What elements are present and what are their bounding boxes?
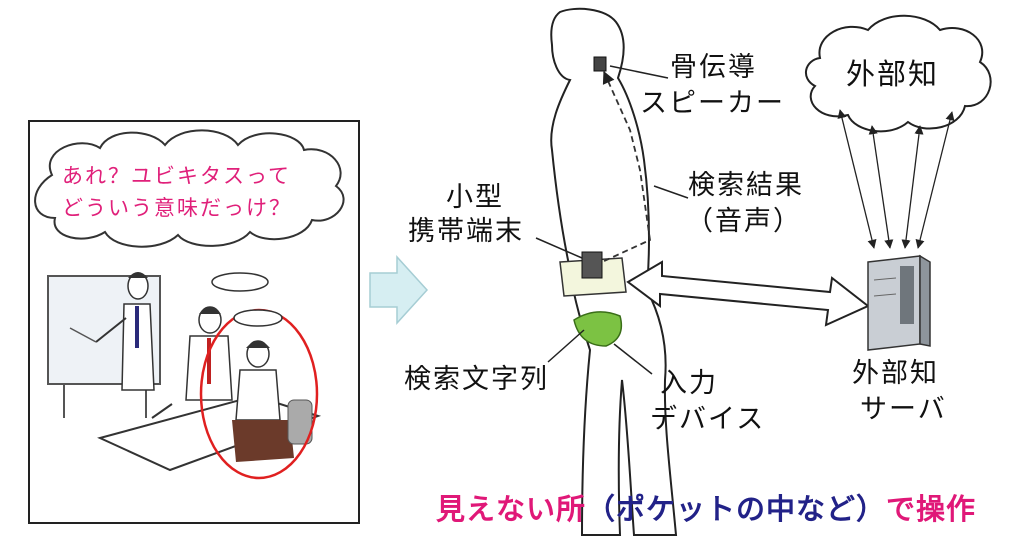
cloud-server-arrow-1	[837, 109, 877, 249]
label-search-result-line1: 検索結果	[688, 170, 804, 201]
external-knowledge-cloud	[805, 14, 992, 133]
input-device-icon	[573, 311, 623, 347]
search-result-audio-path	[601, 70, 651, 263]
leader-speaker	[609, 65, 669, 79]
label-input-device-line1: 入力	[660, 368, 718, 399]
device-server-link-arrow	[626, 260, 870, 327]
small-thought-bubble-1	[211, 272, 269, 292]
label-external-knowledge-cloud: 外部知	[846, 57, 940, 91]
caption-part1: 見えない所	[436, 492, 587, 526]
presenter-figure	[69, 272, 155, 391]
thought-bubble-line1: あれ？ユビキタスって	[62, 164, 291, 188]
thought-bubble-line2: どういう意味だっけ？	[62, 196, 292, 220]
label-search-result-line2: （音声）	[686, 206, 802, 237]
label-bone-conduction-line2: スピーカー	[640, 88, 785, 119]
leader-input-device	[613, 343, 653, 375]
seated-man-glasses	[185, 306, 233, 401]
label-input-device-line2: デバイス	[650, 404, 766, 435]
label-bone-conduction-line1: 骨伝導	[670, 52, 757, 83]
label-external-server-line2: サーバ	[860, 394, 947, 425]
cloud-server-arrow-2	[868, 125, 894, 249]
small-thought-bubble-2	[233, 309, 283, 327]
label-search-string: 検索文字列	[404, 364, 549, 395]
label-external-server-line1: 外部知	[852, 358, 939, 389]
seated-man-thinking	[232, 340, 313, 462]
label-small-device-line2: 携帯端末	[408, 216, 524, 247]
thought-cloud	[34, 129, 345, 248]
bone-conduction-speaker-icon	[593, 56, 607, 72]
small-mobile-device-icon	[559, 251, 627, 297]
caption-part2: （ポケットの中など）	[586, 492, 887, 526]
server-icon	[867, 254, 931, 351]
cloud-server-arrow-4	[915, 111, 955, 249]
bottom-caption: 見えない所（ポケットの中など）で操作	[436, 486, 976, 528]
leader-search-string	[547, 329, 585, 363]
leader-device	[535, 237, 583, 259]
leader-search-result	[653, 185, 689, 199]
transition-arrow	[369, 255, 429, 325]
caption-part3: で操作	[886, 492, 977, 526]
cloud-server-arrow-3	[901, 125, 924, 249]
label-small-device-line1: 小型	[446, 182, 504, 213]
